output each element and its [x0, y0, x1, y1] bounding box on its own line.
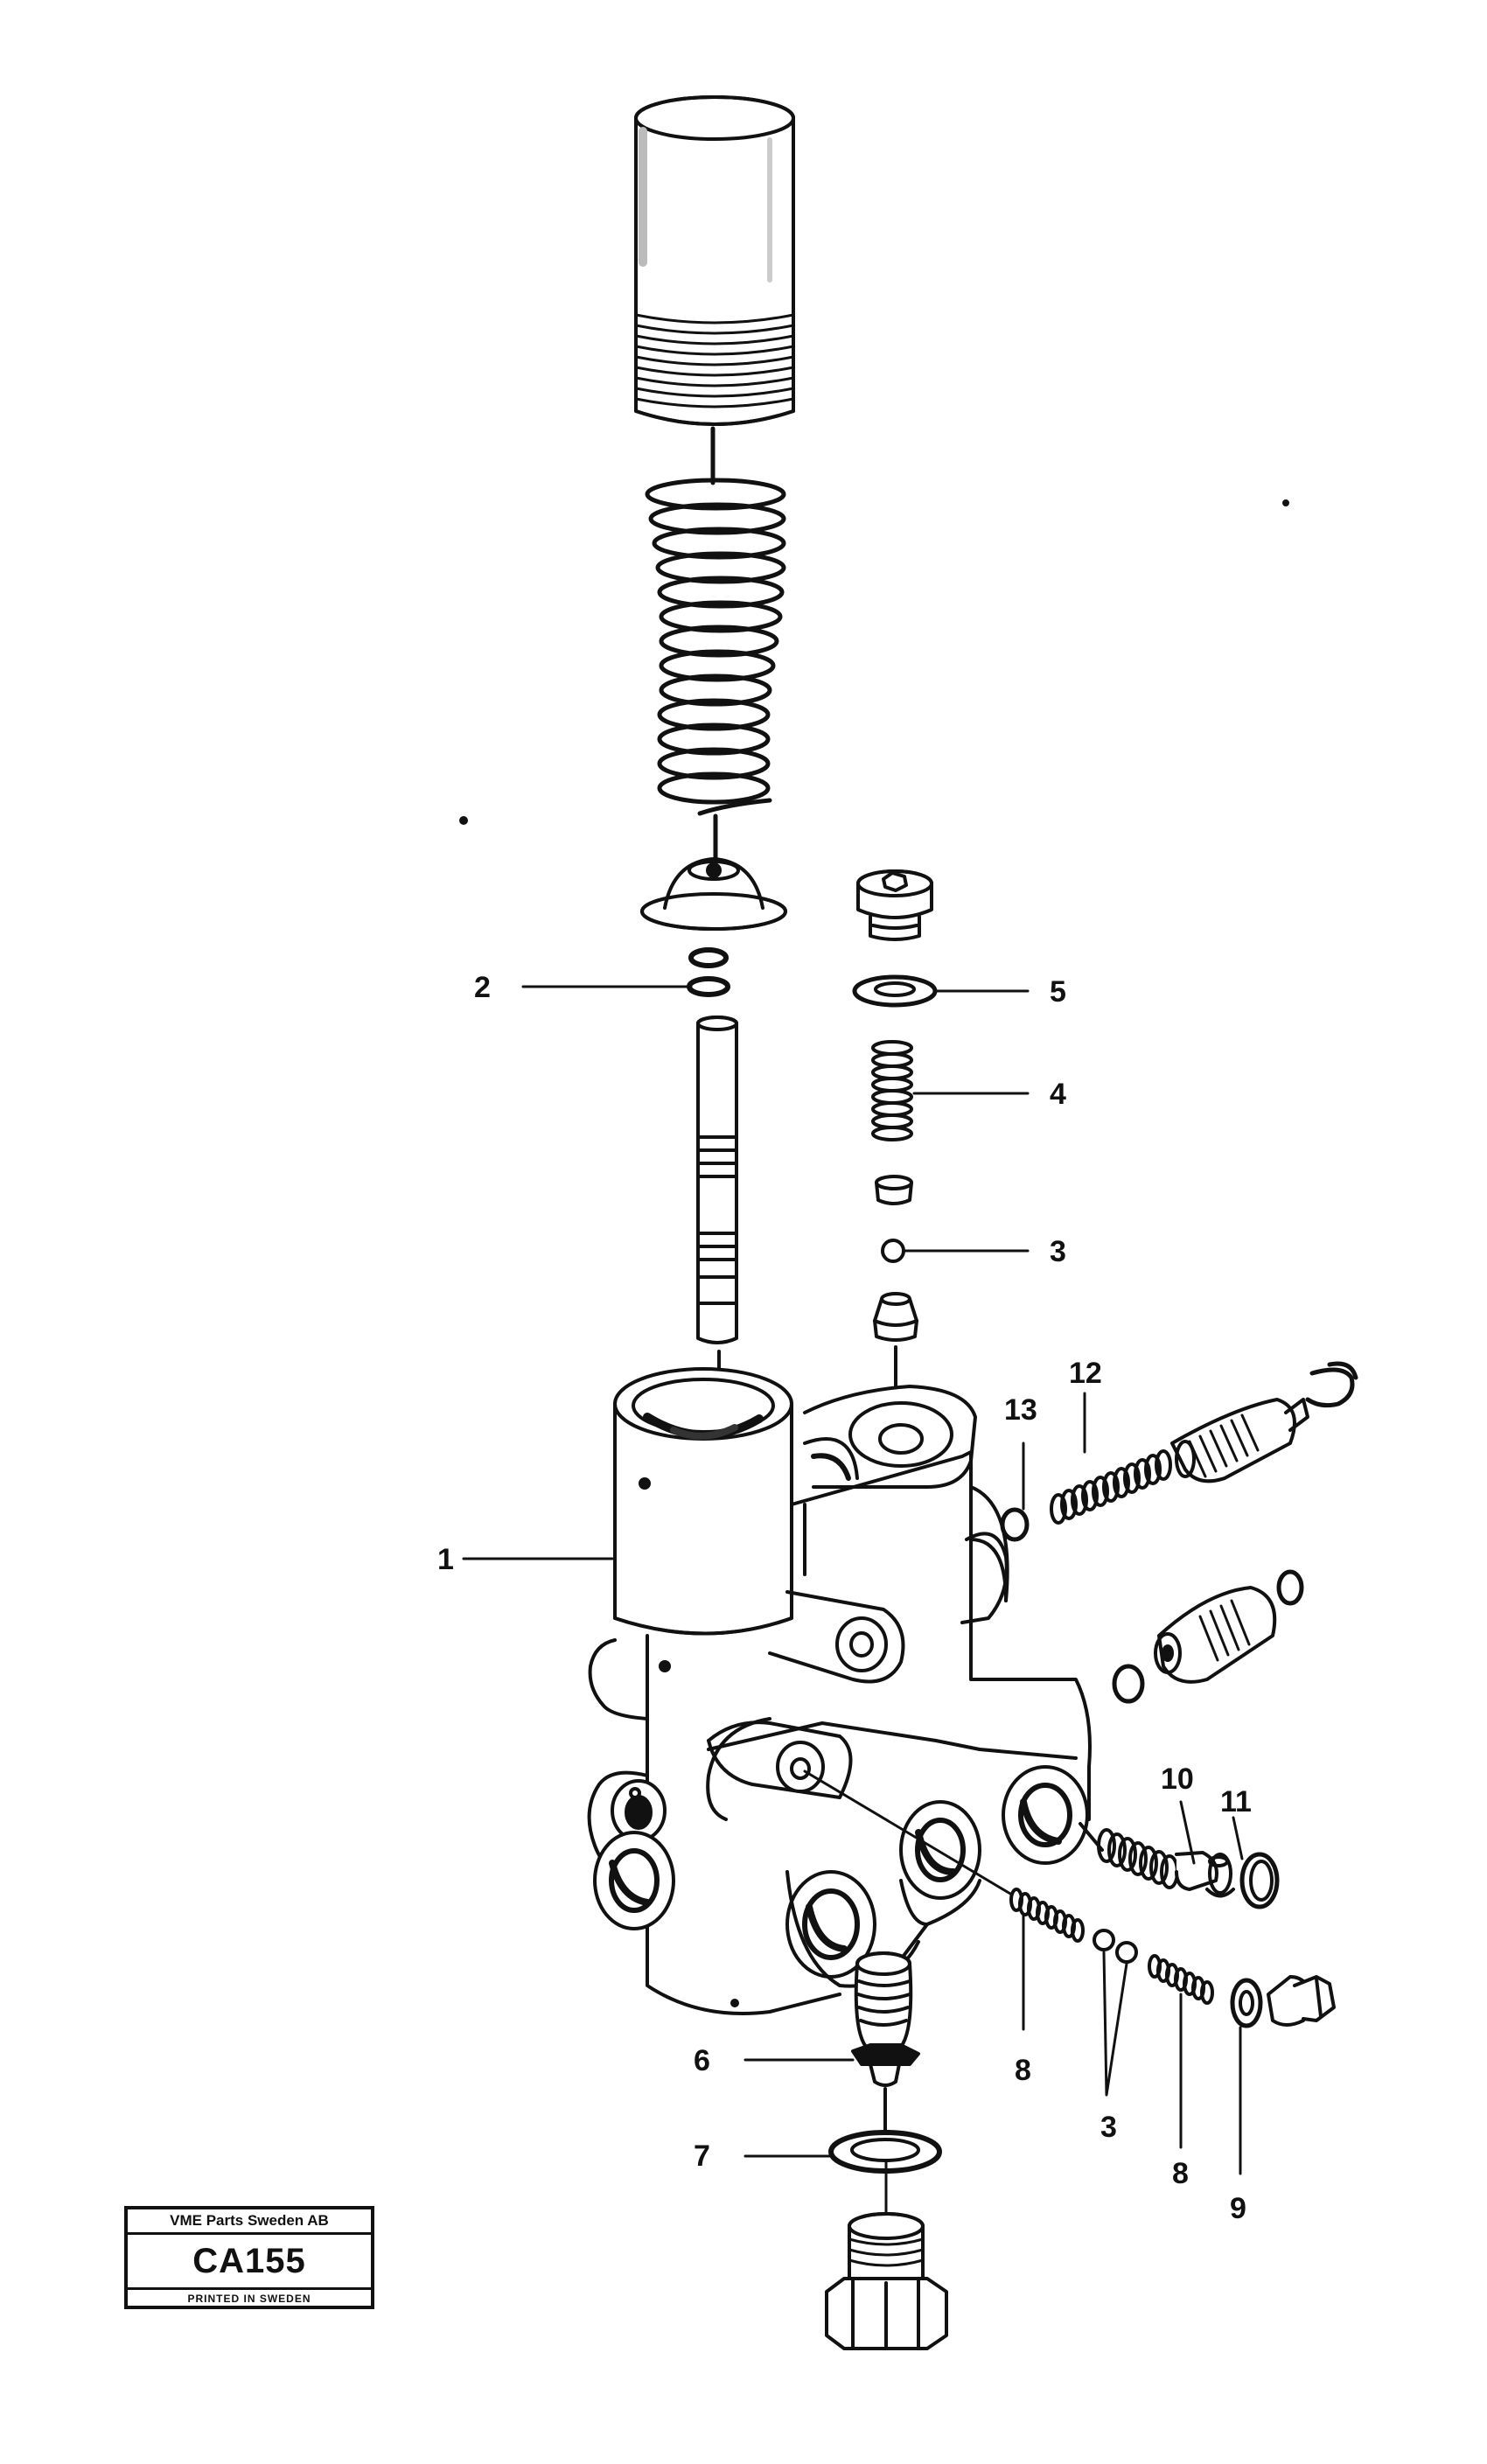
callout-5: 5: [1050, 975, 1066, 1009]
middle-right-cartridge: [1112, 1569, 1304, 1704]
lower-check-valve: [803, 1769, 1336, 2028]
callout-7: 7: [694, 2139, 710, 2173]
stamp-company: VME Parts Sweden AB: [128, 2209, 371, 2235]
callout-9: 9: [1230, 2192, 1246, 2225]
cap-cylinder: [634, 95, 795, 426]
small-o-rings: [687, 947, 730, 997]
hex-socket-plug: [856, 869, 933, 941]
small-cup: [875, 1175, 913, 1205]
stamp-printed: PRINTED IN SWEDEN: [187, 2293, 311, 2305]
valve-body: [587, 1367, 1092, 2015]
callout-4: 4: [1050, 1078, 1066, 1111]
spring-seat: [640, 857, 787, 931]
callout-3-lower: 3: [1100, 2111, 1117, 2144]
bottom-plug: [825, 2159, 948, 2350]
callout-13: 13: [1004, 1393, 1037, 1427]
callout-2: 2: [474, 971, 491, 1004]
sealing-washer: [852, 974, 938, 1008]
callout-1: 1: [437, 1543, 454, 1576]
callout-11: 11: [1220, 1785, 1252, 1818]
callout-8: 8: [1015, 2054, 1031, 2087]
ball: [881, 1239, 905, 1263]
callout-8-lower: 8: [1172, 2157, 1189, 2190]
small-spring: [871, 1040, 913, 1141]
callout-3: 3: [1050, 1235, 1066, 1268]
callout-12: 12: [1069, 1357, 1102, 1390]
title-stamp: VME Parts Sweden AB CA155 PRINTED IN SWE…: [124, 2206, 374, 2309]
leader-lines: [462, 985, 1244, 2175]
lower-right-plug-assembly: [1079, 1822, 1280, 1909]
main-spring: [645, 426, 786, 864]
stamp-code: CA155: [128, 2235, 371, 2290]
upper-right-cartridge: [1000, 1361, 1358, 1542]
callout-6: 6: [694, 2044, 710, 2077]
callout-10: 10: [1161, 1762, 1194, 1796]
bottom-check-valve: [851, 1951, 920, 2132]
